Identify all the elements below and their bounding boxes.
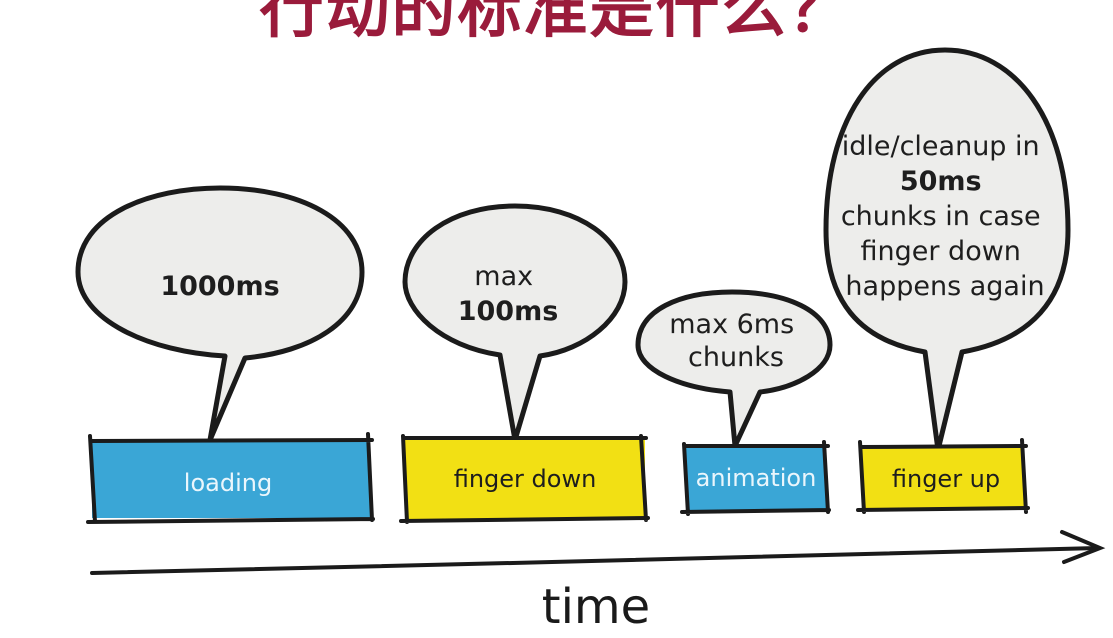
phase-finger-up-label: finger up: [892, 465, 1000, 493]
phase-animation: animation: [680, 440, 831, 516]
bubble-finger-down-text: max 100ms: [458, 261, 559, 327]
time-axis: time: [90, 530, 1106, 635]
bubble-loading-line-1: 1000ms: [160, 271, 279, 302]
bubble-finger-up-line-5: happens again: [845, 271, 1044, 302]
time-axis-arrowhead: [1060, 530, 1106, 564]
bubble-finger-up-text: idle/cleanup in 50ms chunks in case fing…: [841, 131, 1049, 302]
phase-finger-up-box: [862, 447, 1024, 509]
phase-animation-box: [686, 446, 826, 510]
bubble-loading: 1000ms: [75, 185, 365, 443]
bubble-animation-line-2: chunks: [688, 342, 784, 373]
time-axis-line: [90, 546, 1100, 575]
phase-finger-down-label: finger down: [454, 465, 597, 493]
bubble-finger-up-line-3: chunks in case: [841, 201, 1041, 232]
phase-animation-label: animation: [696, 464, 817, 492]
bubble-finger-down-line-1: max: [474, 261, 533, 292]
phase-finger-down-box: [405, 438, 645, 520]
bubble-finger-up: idle/cleanup in 50ms chunks in case fing…: [823, 47, 1071, 453]
bubble-finger-down-line-2: 100ms: [458, 296, 559, 327]
bubble-finger-down: max 100ms: [402, 203, 628, 443]
bubble-loading-text: 1000ms: [160, 271, 279, 302]
bubble-finger-up-line-4: finger down: [861, 236, 1021, 267]
bubble-finger-up-line-1: idle/cleanup in: [842, 131, 1040, 162]
phase-loading-box: [92, 440, 370, 518]
bubble-animation-line-1: max 6ms: [669, 309, 794, 340]
bubble-animation: max 6ms chunks: [635, 289, 833, 449]
bubble-finger-up-line-2: 50ms: [900, 166, 982, 197]
time-axis-label: time: [542, 579, 650, 635]
phase-finger-up: finger up: [856, 438, 1030, 514]
bubble-animation-text: max 6ms chunks: [669, 309, 803, 373]
phase-loading: loading: [86, 432, 375, 524]
phase-finger-down: finger down: [399, 434, 650, 524]
phase-loading-label: loading: [184, 469, 272, 497]
page-title: 行动的标准是什么？: [259, 0, 854, 47]
